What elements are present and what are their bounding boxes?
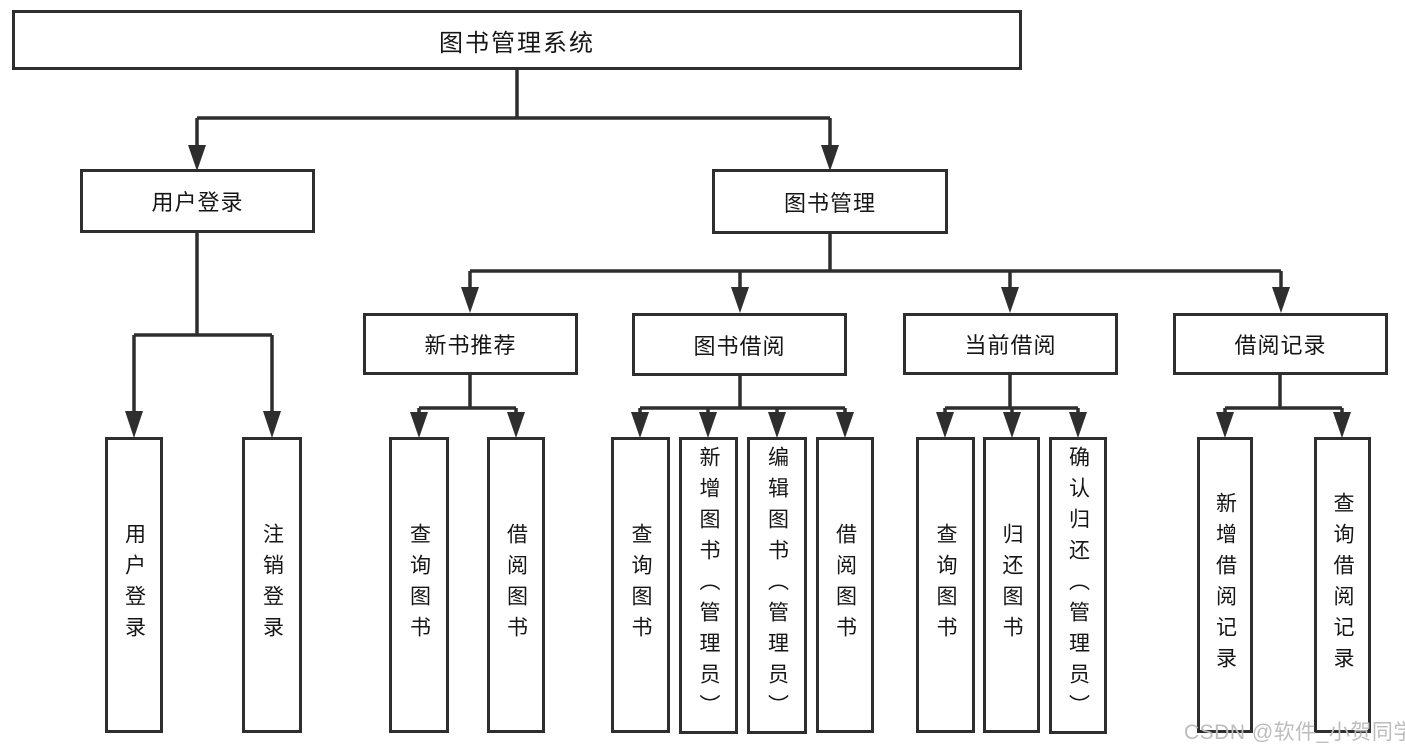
leaf-query-books-borrow: 查询图书 [611,437,670,733]
node-root: 图书管理系统 [12,10,1022,70]
leaf-query-books-current: 查询图书 [916,437,975,733]
leaf-edit-books-admin: 编辑图书（管理员） [747,437,807,734]
leaf-query-books-recommend: 查询图书 [389,437,449,733]
leaf-return-books: 归还图书 [983,437,1040,733]
leaf-borrow-books: 借阅图书 [816,437,874,733]
leaf-borrow-books-recommend: 借阅图书 [487,437,545,733]
leaf-logout: 注销登录 [242,437,302,733]
csdn-watermark: CSDN @软件_小贺同学 [1184,721,1405,744]
leaf-query-borrow-record: 查询借阅记录 [1314,437,1371,733]
leaf-user-login: 用户登录 [105,437,163,733]
node-current-borrowing: 当前借阅 [903,313,1118,375]
node-borrowing-records: 借阅记录 [1173,313,1388,375]
node-new-book-recommendation: 新书推荐 [363,313,578,375]
node-book-borrowing: 图书借阅 [632,313,847,376]
leaf-add-borrow-record: 新增借阅记录 [1197,437,1253,733]
leaf-confirm-return-admin: 确认归还（管理员） [1049,437,1107,734]
node-user-login: 用户登录 [80,169,315,233]
arrowheads [125,145,1351,438]
leaf-add-books-admin: 新增图书（管理员） [679,437,738,734]
node-book-management: 图书管理 [712,169,948,234]
